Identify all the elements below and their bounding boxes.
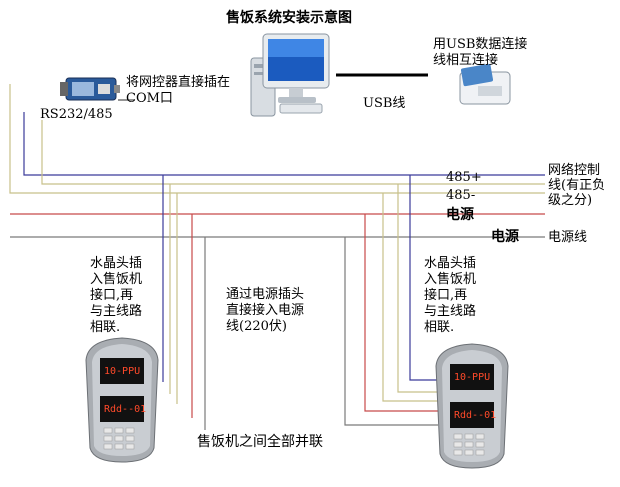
left-terminal-top-display: 10-PPU <box>104 366 141 377</box>
diagram-title: 售饭系统安装示意图 <box>226 10 352 26</box>
net-cable-label-3: 级之分) <box>548 193 593 208</box>
right-note-line: 与主线路 <box>424 304 477 319</box>
mid-note-line: 直接接入电源 <box>226 303 305 318</box>
line-485-minus-label: 485- <box>446 188 476 203</box>
right-drop-khaki-2 <box>382 193 438 402</box>
mid-note-line: 线(220伏) <box>226 319 287 334</box>
rs485-converter-icon <box>60 77 120 101</box>
converter-label-com: COM口 <box>126 91 173 106</box>
right-note-line: 相联. <box>424 320 455 335</box>
left-pos-terminal-icon <box>85 337 159 463</box>
right-note-line: 入售饭机 <box>424 272 477 287</box>
right-drop-red <box>364 214 438 412</box>
power-label-mid: 电源 <box>446 207 474 223</box>
right-drop-khaki-1 <box>397 184 438 393</box>
right-drop-gray <box>344 237 438 426</box>
usb-note-line2: 线相互连接 <box>433 53 499 68</box>
usb-note-line1: 用USB数据连接 <box>433 37 528 52</box>
left-note-line: 水晶头插 <box>90 256 143 271</box>
left-note-line: 接口,再 <box>90 288 134 303</box>
converter-label: 将网控器直接插在 <box>126 75 231 90</box>
net-cable-label-1: 网络控制 <box>548 163 601 178</box>
left-note-line: 相联. <box>90 320 121 335</box>
bottom-caption: 售饭机之间全部并联 <box>197 434 323 450</box>
right-terminal-top-display: 10-PPU <box>454 372 491 383</box>
right-note-line: 接口,再 <box>424 288 468 303</box>
mid-note-line: 通过电源插头 <box>226 287 305 302</box>
left-terminal-bottom-display: Rdd--01 <box>104 404 147 415</box>
computer-icon <box>250 33 330 117</box>
right-pos-terminal-icon <box>435 343 509 469</box>
net-line-khaki-outer <box>9 84 545 194</box>
right-drop-blue <box>409 175 438 381</box>
power-cable-label: 电源线 <box>548 230 588 245</box>
left-note-line: 入售饭机 <box>90 272 143 287</box>
net-line-khaki-inner <box>41 120 545 185</box>
left-note-line: 与主线路 <box>90 304 143 319</box>
usb-cable-label: USB线 <box>363 96 406 111</box>
line-485-plus-label: 485+ <box>446 170 482 185</box>
power-label-right: 电源 <box>491 229 519 245</box>
rs232-485-label: RS232/485 <box>40 107 113 122</box>
net-line-blue <box>23 112 545 176</box>
right-note-line: 水晶头插 <box>424 256 477 271</box>
right-terminal-bottom-display: Rdd--01 <box>454 410 497 421</box>
net-cable-label-2: 线(有正负 <box>548 178 606 193</box>
usb-card-reader-icon <box>459 63 511 105</box>
